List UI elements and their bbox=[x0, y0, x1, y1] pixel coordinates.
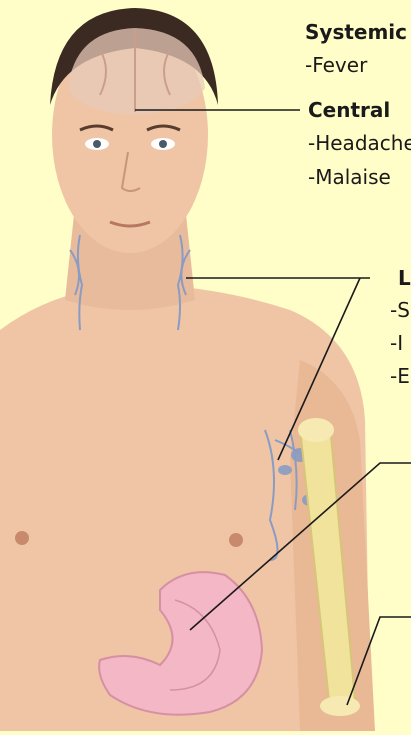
label-lymph-item3: -E bbox=[390, 366, 410, 386]
label-lymph-item2: -I bbox=[390, 333, 403, 353]
label-lymph-heading: L bbox=[398, 268, 411, 288]
label-central-heading: Central bbox=[308, 100, 390, 120]
label-systemic-heading: Systemic bbox=[305, 22, 407, 42]
label-central-malaise: -Malaise bbox=[308, 167, 391, 187]
label-lymph-item1: -S bbox=[390, 300, 410, 320]
label-systemic-fever: -Fever bbox=[305, 55, 367, 75]
label-central-headache: -Headache bbox=[308, 133, 411, 153]
